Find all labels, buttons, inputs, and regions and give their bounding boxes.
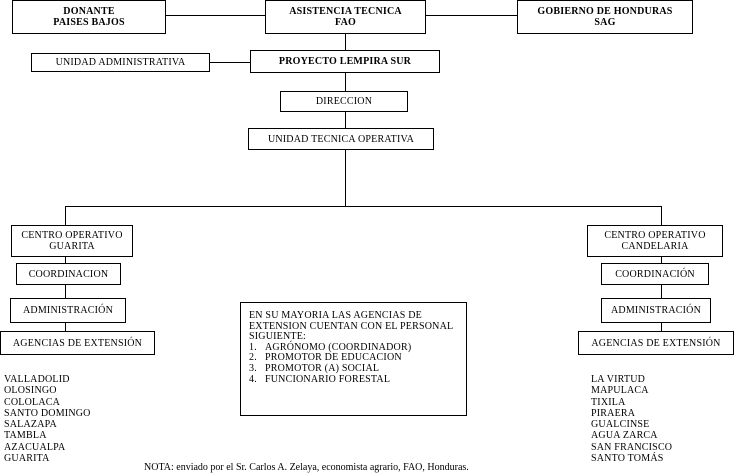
technical-assistance-box: ASISTENCIA TECNICA FAO [265,0,426,34]
connector-right-center-to-coord [661,256,662,264]
left-coordination-box: COORDINACION [16,263,121,285]
list-item: AGUA ZARCA [591,430,658,442]
project-box: PROYECTO LEMPIRA SUR [250,50,440,73]
list-item: 4. FUNCIONARIO FORESTAL [249,373,460,386]
right-center-line-1: CENTRO OPERATIVO [604,230,706,241]
left-center-box: CENTRO OPERATIVO GUARITA [11,225,133,257]
connector-left-admin-to-agencies [65,322,66,332]
left-places-list: VALLADOLID OLOSINGO COLOLACA SANTO DOMIN… [4,374,91,464]
staff-note-box: EN SU MAYORIA LAS AGENCIAS DE EXTENSION … [240,302,467,416]
technical-line-1: ASISTENCIA TECNICA [289,6,402,17]
left-center-line-2: GUARITA [49,241,95,252]
right-places-list: LA VIRTUD MAPULACA TIXILA PIRAERA GUALCI… [591,374,672,464]
list-text: PROMOTOR DE EDUCACION [265,352,402,364]
technical-unit-box: UNIDAD TECNICA OPERATIVA [248,128,434,150]
list-item: MAPULACA [591,385,649,397]
list-item: SANTO TOMÁS [591,453,664,465]
list-item: 3. PROMOTOR (A) SOCIAL [249,362,460,375]
right-agencies-box: AGENCIAS DE EXTENSIÓN [578,331,734,355]
project-label: PROYECTO LEMPIRA SUR [278,56,412,67]
admin-unit-box: UNIDAD ADMINISTRATIVA [31,53,210,72]
list-number: 3. [249,362,257,374]
right-coordination-box: COORDINACIÓN [601,263,709,285]
right-center-line-2: CANDELARIA [621,241,689,252]
list-text: PROMOTOR (A) SOCIAL [265,362,380,374]
connector-project-to-direction [345,72,346,92]
list-number: 1. [249,341,257,353]
list-item: COLOLACA [4,396,61,408]
connector-branch-right [661,206,662,226]
government-line-1: GOBIERNO DE HONDURAS [537,6,673,17]
list-item: SALAZAPA [4,419,57,431]
list-item: PIRAERA [591,407,636,419]
technical-line-2: FAO [335,17,356,28]
connector-branch-left [65,206,66,226]
right-coordination-label: COORDINACIÓN [615,268,695,280]
connector-direction-to-uto [345,111,346,129]
staff-note-intro: EN SU MAYORIA LAS AGENCIAS DE EXTENSION … [249,310,453,343]
left-administration-label: ADMINISTRACIÓN [22,305,114,316]
staff-list: 1. AGRÓNOMO (COORDINADOR) 2. PROMOTOR DE E… [249,341,460,386]
left-coordination-label: COORDINACION [28,268,109,280]
list-item: LA VIRTUD [591,374,646,385]
list-text: AGRÓNOMO (COORDINADOR) [265,341,412,353]
list-item: TAMBLA [4,430,47,442]
list-item: 2. PROMOTOR DE EDUCACION [249,353,460,364]
list-item: GUARITA [4,453,50,465]
list-number: 2. [249,352,257,364]
direction-label: DIRECCION [315,96,373,107]
technical-unit-label: UNIDAD TECNICA OPERATIVA [267,133,415,145]
connector-right-coord-to-admin [661,284,662,299]
donor-line-1: DONANTE [63,6,115,17]
connector-fao-to-project [345,33,346,51]
list-item: TIXILA [591,396,626,408]
government-box: GOBIERNO DE HONDURAS SAG [517,0,693,34]
footnote: NOTA: enviado por el Sr. Carlos A. Zelay… [144,462,469,473]
donor-line-2: PAISES BAJOS [53,17,125,28]
donor-box: DONANTE PAISES BAJOS [12,0,166,34]
list-item: SANTO DOMINGO [4,407,91,419]
connector-uto-down [345,149,346,206]
connector-right-admin-to-agencies [661,322,662,332]
list-text: FUNCIONARIO FORESTAL [265,373,391,385]
right-administration-box: ADMINISTRACIÓN [601,298,711,323]
list-item: AZACUALPA [4,441,66,453]
list-item: OLOSINGO [4,385,57,397]
list-number: 4. [249,373,257,385]
left-agencies-label: AGENCIAS DE EXTENSIÓN [12,337,143,349]
connector-left-coord-to-admin [65,284,66,299]
list-item: GUALCINSE [591,419,650,431]
right-agencies-label: AGENCIAS DE EXTENSIÓN [591,337,721,349]
direction-box: DIRECCION [280,91,408,112]
left-administration-box: ADMINISTRACIÓN [10,298,126,323]
list-item: 1. AGRÓNOMO (COORDINADOR) [249,341,460,354]
connector-branch-horizontal [65,206,662,207]
connector-admin-to-project [209,62,250,63]
government-line-2: SAG [594,17,616,28]
left-agencies-box: AGENCIAS DE EXTENSIÓN [0,331,155,355]
connector-left-center-to-coord [65,256,66,264]
admin-unit-label: UNIDAD ADMINISTRATIVA [55,57,186,68]
list-item: VALLADOLID [4,374,70,385]
right-administration-label: ADMINISTRACIÓN [610,305,702,316]
left-center-line-1: CENTRO OPERATIVO [21,230,123,241]
right-center-box: CENTRO OPERATIVO CANDELARIA [587,225,723,257]
list-item: SAN FRANCISCO [591,441,673,453]
